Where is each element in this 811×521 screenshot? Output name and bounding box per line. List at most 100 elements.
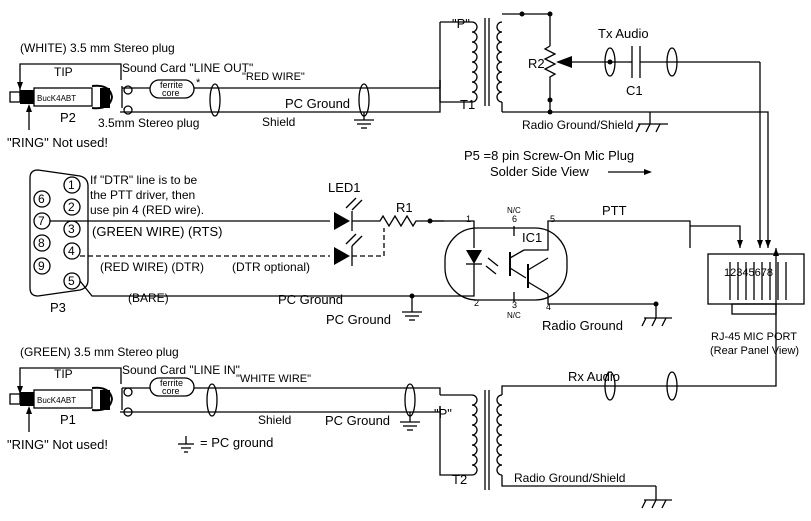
ic1-pin-4: 4 [546,302,551,312]
t2-secondary-coil [496,394,503,476]
p1-plug-assembly: (GREEN) 3.5 mm Stereo plug TIP BucK4ABT … [7,345,441,453]
p1-ring-arrow [26,406,32,414]
rj45-body [707,253,805,305]
p2-ferrite-label-1: ferrite [160,80,183,90]
dtr-note-line-3: use pin 4 (RED wire). [90,203,204,217]
db9-shell [29,169,89,297]
p2-tip-arrow [17,82,23,90]
tx-shield-loop-2 [666,47,678,77]
rx-audio-label: Rx Audio [568,369,620,384]
db9-pin-6 [33,190,51,208]
p2-shield-label: Shield [262,115,295,129]
r2-wiper-arrow [556,56,572,68]
p1-ring-note: "RING" Not used! [7,437,108,452]
p1-white-wire [194,387,441,395]
p2-wire-label: "RED WIRE" [242,71,305,83]
led2-ray-1 [345,233,357,245]
p1-shield-loop-2 [404,383,416,417]
c1-junction [607,59,613,65]
p1-id: P1 [60,412,76,427]
ic1-emitter-wire [547,294,566,305]
p2-jack-label: 3.5mm Stereo plug [98,116,199,130]
p2-ring-note: "RING" Not used! [7,135,108,150]
ic1-nc-top: N/C [507,206,521,215]
db9-pin-7-label: 7 [38,214,45,228]
p1-plug-marking: BucK4ABT [37,396,76,405]
rx-audio-arrow [773,248,779,256]
dtr-led-link [352,228,385,257]
p2-pc-ground-label: PC Ground [285,96,350,111]
db9-pin-column-left: 6 7 8 9 [33,190,51,275]
ic1-t1-emitter [509,267,527,279]
rx-shield-loop-2 [666,371,678,401]
p5-note-line-1: P5 =8 pin Screw-On Mic Plug [464,148,634,163]
p1-wire-label: "WHITE WIRE" [236,373,311,385]
p2-plug-body [33,87,93,107]
p1-ferrite-core [149,377,195,397]
p5-note-line-2: Solder Side View [490,164,589,179]
rx-audio-wire [501,248,777,395]
r2-resistor [543,45,557,90]
p1-clip-top [123,387,133,397]
ic1-ray-2 [487,257,499,267]
tx-chassis-tick-2 [645,123,651,133]
legend-pc-ground: = PC ground [200,435,273,450]
t1-secondary-coil [496,21,503,103]
p1-ferrite-label-2: core [162,386,180,396]
p2-ring-arrow [26,104,32,112]
p2-ring-band [20,90,34,104]
rts-label: (GREEN WIRE) (RTS) [92,224,222,239]
db9-pin-2 [63,198,81,216]
db9-pin-4-label: 4 [68,244,75,258]
p2-ferrite-core [149,79,195,99]
ptt-label: PTT [602,203,627,218]
ic1-t2-collector [527,257,549,271]
ic1-cathode-wire [412,264,475,297]
led1-ray-1 [345,197,357,209]
p2-soundcard-label: Sound Card "LINE OUT" [122,61,253,75]
rj45-pin-numbers: 12345678 [724,267,773,279]
ic1-pin-6: 6 [512,214,517,224]
p2-plug-marking: BucK4ABT [37,94,76,103]
db9-connector: 1 2 3 4 5 6 7 8 9 P3 If "DTR" line is to… [29,169,204,315]
rx-chassis-tick-1 [641,499,647,509]
r2-id: R2 [528,56,545,71]
db9-pin-2-label: 2 [68,200,75,214]
db9-pin-1 [63,176,81,194]
p2-ferrite-label-2: core [162,88,180,98]
pc-ground-wire [79,280,412,297]
p2-clip-bottom [123,105,133,115]
dtr-optional-label: (DTR optional) [232,260,310,274]
p2-tip-shape [9,91,21,103]
ic1-ray-1 [485,265,497,275]
led1-section: LED1 R1 [328,180,444,266]
led2-ray-2 [351,235,363,247]
rj45-label-2: (Rear Panel View) [710,345,799,357]
p2-title: (WHITE) 3.5 mm Stereo plug [20,41,175,55]
tx-radio-ground-label: Radio Ground/Shield [522,118,633,132]
db9-pin-1-label: 1 [68,178,75,192]
db9-pin-5-label: 5 [68,274,75,288]
p2-plug-assembly: (WHITE) 3.5 mm Stereo plug TIP BucK4ABT … [7,41,441,150]
tx-audio-section: "P" T1 R2 Tx Audio C1 Rad [439,11,760,133]
ic1-pin-3: 3 [512,300,517,310]
dtr-note-line-1: If "DTR" line is to be [90,173,198,187]
p1-tip-shape [9,393,21,405]
p1-plug-body [33,389,93,409]
radio-ground-to-rj45 [760,111,769,248]
p1-tip-label: TIP [54,367,73,381]
rj45-latch [731,303,777,315]
db9-pin-6-label: 6 [38,192,45,206]
tx-shield-loop-1 [604,47,616,77]
t2-id: T2 [452,472,467,487]
p2-clip-top [123,85,133,95]
ic1-collector-link [524,226,549,251]
p2-tip-label: TIP [54,65,73,79]
ic1-t2-emitter [527,281,549,295]
t1-id: T1 [460,97,475,112]
tx-audio-label: Tx Audio [598,26,649,41]
tx-chassis-tick-1 [635,123,641,133]
rx-chassis-tick-2 [651,499,657,509]
